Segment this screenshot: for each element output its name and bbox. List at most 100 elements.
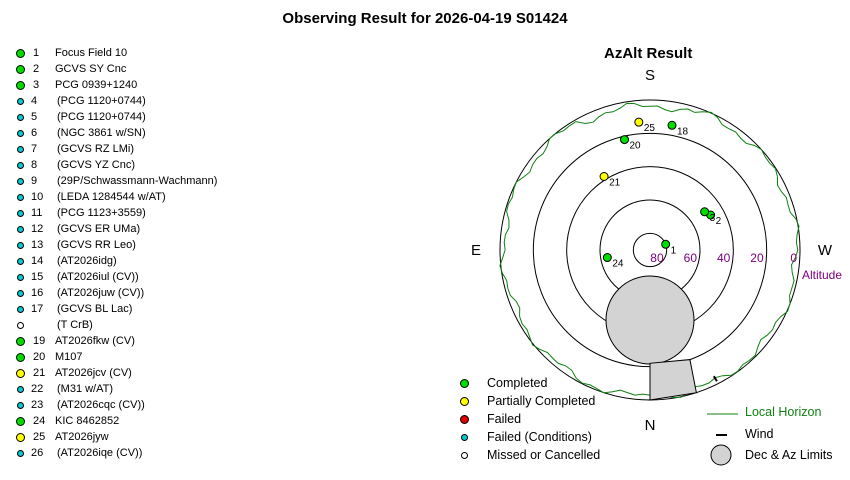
list-item: 17(GCVS BL Lac)	[16, 301, 217, 317]
local-horizon	[499, 102, 800, 399]
target-number: 14	[31, 255, 44, 267]
list-item: 6(NGC 3861 w/SN)	[16, 125, 217, 141]
status-dot	[16, 80, 25, 90]
altitude-axis-label: Altitude	[802, 268, 842, 282]
status-dot	[17, 273, 24, 281]
target-name: AT2026jcv (CV)	[55, 367, 132, 379]
status-dot	[16, 416, 25, 426]
list-item: 15 (AT2026iul (CV))	[16, 269, 217, 285]
compass-label: W	[818, 242, 833, 259]
target-name: (GCVS RR Leo)	[57, 239, 136, 251]
target-name: AT2026jyw	[55, 431, 109, 443]
legend-entry: Partially Completed	[458, 392, 600, 410]
target-number: 24	[33, 415, 46, 427]
data-point	[700, 207, 710, 217]
target-number: 23	[31, 399, 44, 411]
target-name: (T CrB)	[57, 319, 93, 331]
status-dot	[17, 257, 24, 265]
target-number: 10	[31, 191, 44, 203]
legend-entry: Failed (Conditions)	[458, 428, 600, 446]
altitude-tick-label: 20	[750, 251, 764, 265]
legend-limits: Dec & Az Limits	[745, 448, 833, 462]
status-dot	[17, 241, 24, 249]
list-item: (T CrB)	[16, 317, 217, 333]
target-number: 13	[31, 239, 44, 251]
legend-entry: Completed	[458, 374, 600, 392]
data-point	[602, 253, 612, 263]
target-name: (GCVS ER UMa)	[57, 223, 141, 235]
data-point	[634, 117, 644, 127]
legend-label: Missed or Cancelled	[487, 448, 601, 462]
data-label: 3	[710, 213, 716, 224]
status-dot	[16, 48, 25, 58]
legend-dot	[460, 396, 469, 406]
status-dot	[17, 289, 24, 297]
status-dot	[17, 401, 24, 409]
target-number: 17	[31, 303, 44, 315]
list-item: 12(GCVS ER UMa)	[16, 221, 217, 237]
compass-label: N	[645, 417, 656, 434]
target-name: (29P/Schwassmann-Wachmann)	[57, 175, 218, 187]
target-number: 20	[33, 351, 46, 363]
data-point	[667, 120, 677, 130]
legend-label: Partially Completed	[487, 394, 596, 408]
target-name: (LEDA 1284544 w/AT)	[57, 191, 166, 203]
list-item: 14(AT2026idg)	[16, 253, 217, 269]
list-item: 21 AT2026jcv (CV)	[16, 365, 217, 381]
data-point	[661, 239, 671, 249]
target-number: 21	[33, 367, 46, 379]
target-name: (AT2026iul (CV))	[57, 271, 139, 283]
list-item: 7(GCVS RZ LMi)	[16, 141, 217, 157]
legend-label: Failed (Conditions)	[487, 430, 592, 444]
compass-label: S	[645, 67, 655, 84]
legend-local-horizon: Local Horizon	[745, 405, 822, 419]
status-dot	[16, 432, 25, 442]
target-number: 22	[31, 383, 44, 395]
list-item: 11(PCG 1123+3559)	[16, 205, 217, 221]
target-name: KIC 8462852	[55, 415, 120, 427]
target-number: 3	[33, 79, 40, 91]
list-item: 26(AT2026iqe (CV))	[16, 445, 217, 461]
legend-entry: Missed or Cancelled	[458, 446, 600, 464]
limits-wedge	[649, 359, 697, 401]
status-dot	[16, 64, 25, 74]
target-name: (GCVS RZ LMi)	[57, 143, 134, 155]
data-label: 25	[644, 123, 656, 134]
dec-az-limits	[605, 275, 718, 401]
status-dot	[17, 161, 24, 169]
list-item: 16(AT2026juw (CV))	[16, 285, 217, 301]
target-name: M107	[55, 351, 83, 363]
altitude-ring	[632, 232, 668, 268]
target-number: 8	[31, 159, 38, 171]
target-name: (AT2026cqc (CV))	[57, 399, 145, 411]
legend-label: Failed	[487, 412, 522, 426]
target-number: 9	[31, 175, 38, 187]
limits-circle	[605, 275, 695, 365]
altitude-tick-label: 40	[717, 251, 731, 265]
target-number: 4	[31, 95, 38, 107]
data-label: 1	[671, 245, 677, 256]
status-dot	[17, 97, 24, 105]
legend-dot	[460, 378, 469, 388]
target-name: (NGC 3861 w/SN)	[57, 127, 146, 139]
legend-graphics	[707, 413, 738, 466]
data-label: 20	[630, 141, 642, 152]
status-dot	[17, 209, 24, 217]
data-label: 24	[612, 259, 624, 270]
target-name: (M31 w/AT)	[57, 383, 114, 395]
status-dot	[16, 336, 25, 346]
target-number: 15	[31, 271, 44, 283]
altitude-tick-label: 0	[790, 251, 797, 265]
status-dot	[17, 449, 24, 457]
status-dot	[17, 305, 24, 313]
target-name: (PCG 1120+0744)	[57, 95, 146, 107]
target-name: (AT2026iqe (CV))	[57, 447, 143, 459]
list-item: 20 M107	[16, 349, 217, 365]
local-horizon-line	[499, 102, 800, 399]
